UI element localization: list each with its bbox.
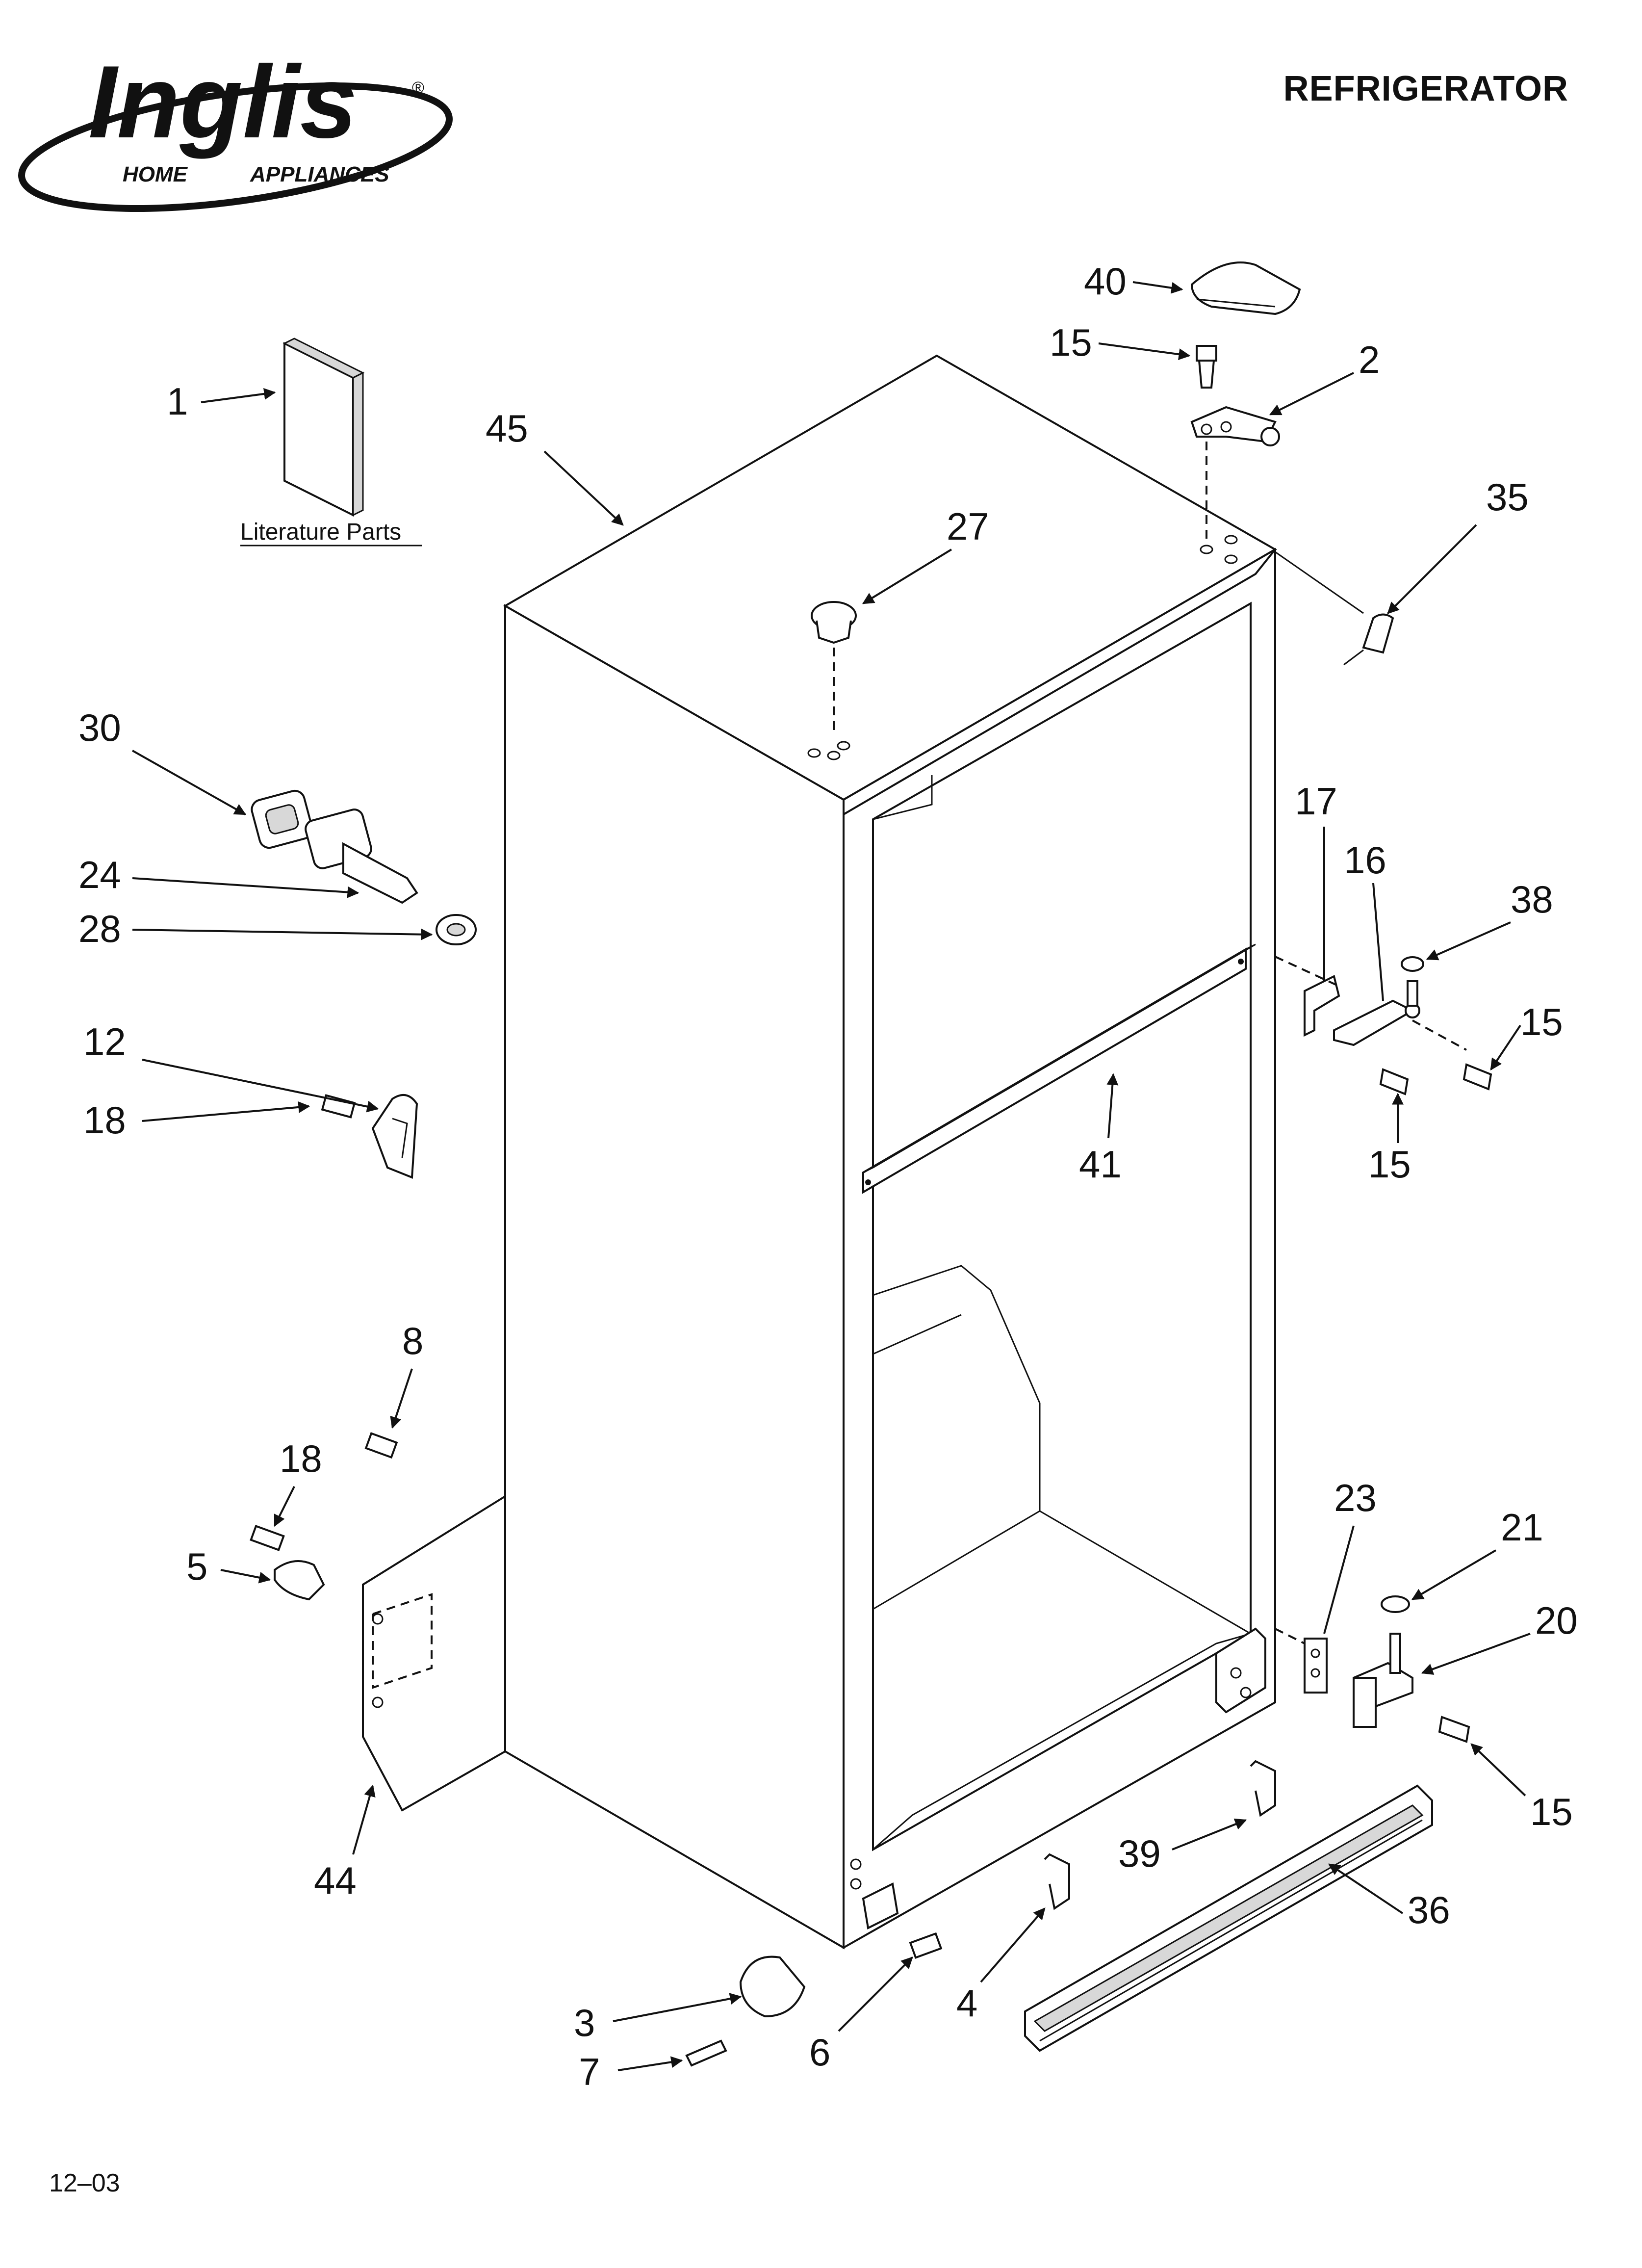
- callout-36: 36: [1408, 1888, 1450, 1931]
- callout-44: 44: [314, 1859, 357, 1902]
- callout-3: 3: [574, 2001, 595, 2044]
- inglis-logo: Inglis ® HOME APPLIANCES: [18, 44, 453, 212]
- callout-12: 12: [83, 1020, 126, 1063]
- callout-23: 23: [1334, 1476, 1377, 1519]
- callout-30: 30: [78, 706, 121, 749]
- literature-label: Literature Parts: [240, 519, 401, 545]
- callout-41: 41: [1079, 1143, 1122, 1186]
- callout-40: 40: [1084, 260, 1127, 303]
- callout-28: 28: [78, 907, 121, 950]
- callout-24: 24: [78, 853, 121, 896]
- callout-6: 6: [809, 2031, 830, 2074]
- bottom-hinge-assembly: [1215, 1595, 1470, 1743]
- revision-code: 12–03: [49, 2169, 120, 2197]
- leveling-assembly: [685, 1882, 943, 2067]
- callout-21: 21: [1501, 1506, 1543, 1549]
- literature-booklet: Literature Parts: [240, 338, 422, 547]
- callout-20: 20: [1535, 1599, 1578, 1642]
- door-stop: [321, 1094, 418, 1179]
- callout-18: 18: [83, 1098, 126, 1142]
- callout-38: 38: [1511, 878, 1553, 921]
- refrigerator-cabinet: [362, 354, 1278, 1950]
- grille-and-clips: [1024, 1760, 1433, 2052]
- rear-bracket: [250, 1432, 398, 1601]
- callouts: 1 45 27 40 15 2 35 30 24 28 12 18 17 16 …: [78, 260, 1578, 2093]
- callout-7: 7: [579, 2050, 600, 2093]
- top-hinge-assembly: [1190, 345, 1280, 540]
- callout-16: 16: [1344, 838, 1386, 882]
- callout-15-top: 15: [1050, 321, 1092, 364]
- callout-15-bottom: 15: [1530, 1790, 1573, 1833]
- callout-35: 35: [1486, 475, 1529, 519]
- callout-1: 1: [167, 380, 188, 423]
- callout-17: 17: [1295, 780, 1337, 823]
- callout-5: 5: [186, 1545, 207, 1588]
- callout-45: 45: [486, 407, 528, 450]
- registered-mark: ®: [412, 78, 424, 97]
- callout-2: 2: [1359, 338, 1380, 381]
- callout-15-right: 15: [1520, 1000, 1563, 1043]
- callout-39: 39: [1118, 1832, 1161, 1875]
- logo-wordmark: Inglis: [88, 44, 357, 159]
- hinge-cover: [1190, 261, 1301, 315]
- callout-4: 4: [956, 1981, 977, 2025]
- callout-15-lower: 15: [1368, 1143, 1411, 1186]
- callout-27: 27: [947, 505, 989, 548]
- callout-8: 8: [402, 1319, 423, 1362]
- handle-assembly: [251, 789, 477, 945]
- page-title: REFRIGERATOR: [1283, 69, 1568, 108]
- hinge-trim-cover: [1275, 551, 1394, 666]
- callout-18-lower: 18: [280, 1437, 322, 1480]
- plug-button: [811, 601, 857, 736]
- logo-tagline-home: HOME: [123, 162, 188, 186]
- logo-tagline-appliances: APPLIANCES: [250, 162, 389, 186]
- center-hinge-assembly: [1275, 956, 1492, 1095]
